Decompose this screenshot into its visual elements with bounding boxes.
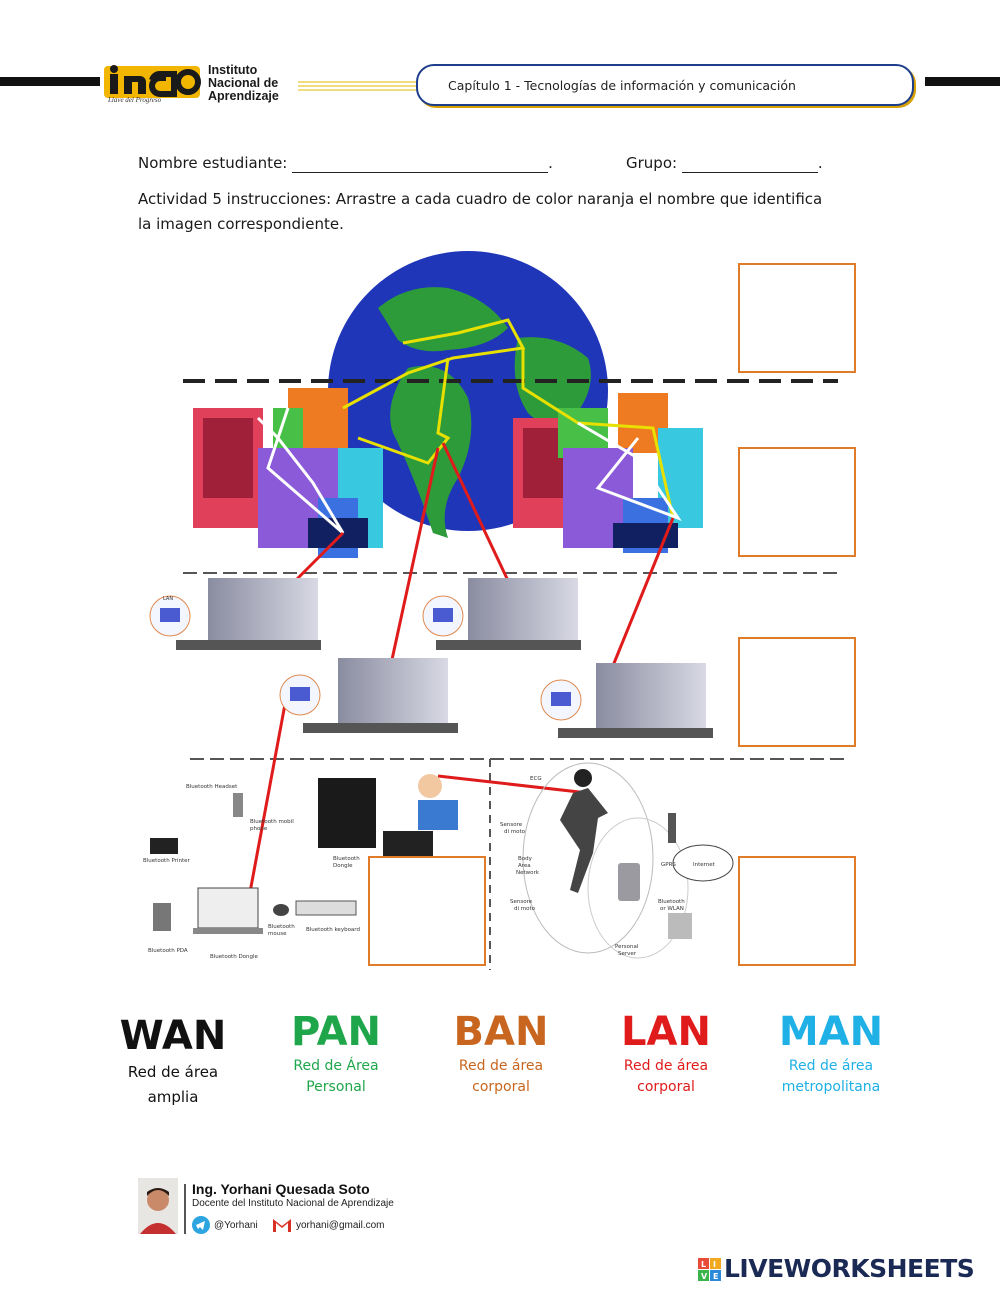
person-icon (418, 774, 442, 798)
laptop-icon (197, 887, 259, 929)
author-photo-avatar (138, 1178, 178, 1234)
header-decor-lines (298, 81, 428, 91)
network-illustration: LAN Bluetooth Headset Bluetooth mobil ph… (143, 251, 850, 970)
lan-icon-label: LAN (163, 596, 173, 602)
drop-box-lan[interactable] (738, 637, 856, 747)
svg-text:Sensore: Sensore (500, 822, 523, 828)
svg-text:GPRS: GPRS (661, 862, 676, 868)
personal-server-icon (618, 863, 640, 901)
term-wan-desc: Red de área (127, 1063, 219, 1081)
desktop-tower-icon (318, 778, 376, 848)
svg-text:di moto: di moto (514, 906, 536, 912)
svg-text:Bluetooth Printer: Bluetooth Printer (143, 858, 190, 864)
term-lan-name: LAN (621, 1009, 711, 1055)
term-ban-desc: Red de área (458, 1058, 544, 1074)
svg-text:Network: Network (516, 870, 540, 876)
term-wan-name: WAN (119, 1013, 227, 1059)
svg-text:mouse: mouse (268, 931, 287, 937)
bt-mouse-icon (273, 904, 289, 916)
svg-text:Dongle: Dongle (333, 863, 353, 869)
term-man-name: MAN (778, 1009, 884, 1055)
term-man[interactable]: MAN Red de área metropolitana (756, 1008, 906, 1098)
author-name: Ing. Yorhani Quesada Soto (192, 1181, 370, 1197)
drop-box-ban[interactable] (738, 856, 856, 966)
term-ban-name: BAN (453, 1009, 549, 1055)
logo-tagline: Llave del Progreso (108, 96, 162, 104)
svg-text:Bluetooth keyboard: Bluetooth keyboard (306, 927, 360, 933)
svg-text:Body: Body (518, 856, 533, 862)
svg-text:Internet: Internet (693, 862, 716, 868)
student-name-label: Nombre estudiante: (138, 154, 288, 172)
svg-text:Personal: Personal (615, 944, 639, 950)
author-role: Docente del Instituto Nacional de Aprend… (192, 1198, 394, 1209)
svg-text:di moto: di moto (504, 829, 526, 835)
term-pan-name: PAN (290, 1009, 382, 1055)
gmail-icon (272, 1218, 292, 1233)
group-field[interactable] (681, 154, 818, 173)
term-ban[interactable]: BAN Red de área corporal (426, 1008, 576, 1098)
bt-headset-label: Bluetooth Headset (186, 784, 238, 790)
student-name-row: Nombre estudiante: . (138, 154, 553, 173)
term-pan[interactable]: PAN Red de Área Personal (261, 1008, 411, 1098)
pc-icon (668, 913, 692, 939)
svg-text:Bluetooth Dongle: Bluetooth Dongle (210, 954, 259, 960)
svg-text:Sensore: Sensore (510, 899, 533, 905)
chapter-title: Capítulo 1 - Tecnologías de información … (448, 78, 796, 93)
pan-devices: Bluetooth Headset Bluetooth mobil phone … (143, 774, 458, 960)
header-bar-left (0, 77, 100, 86)
term-lan[interactable]: LAN Red de área corporal (591, 1008, 741, 1098)
term-man-desc: Red de área (788, 1058, 874, 1074)
term-wan[interactable]: WAN Red de área amplia (98, 1012, 248, 1110)
group-row: Grupo: . (626, 154, 823, 173)
author-handle: @Yorhani (214, 1220, 258, 1231)
liveworksheets-logo-icon: L I V E (698, 1258, 721, 1281)
liveworksheets-text: LIVEWORKSHEETS (724, 1254, 975, 1283)
bt-printer-icon (150, 838, 178, 854)
logo-line-1: Instituto (208, 63, 258, 77)
gprs-tower-icon (668, 813, 676, 843)
svg-text:Bluetooth PDA: Bluetooth PDA (148, 948, 188, 954)
svg-text:Server: Server (618, 951, 637, 957)
lan-buildings: LAN (149, 578, 713, 738)
svg-text:I: I (713, 1260, 716, 1269)
ina-logo-mark-icon (104, 65, 201, 98)
bt-pda-icon (153, 903, 171, 931)
svg-text:E: E (713, 1272, 718, 1281)
ina-logo: Instituto Nacional de Aprendizaje Llave … (104, 60, 300, 110)
header-bar-right (925, 77, 1000, 86)
bt-phone-icon (233, 793, 243, 817)
liveworksheets-brand: L I V E LIVEWORKSHEETS (698, 1254, 998, 1286)
ban-devices: ECG Sensore di moto Body Area Network Se… (500, 762, 734, 959)
svg-text:phone: phone (250, 826, 268, 832)
logo-name: Instituto Nacional de Aprendizaje (208, 64, 279, 103)
svg-text:Area: Area (518, 863, 531, 869)
group-label: Grupo: (626, 154, 678, 172)
svg-text:ECG: ECG (530, 776, 542, 782)
internet-cloud-icon (672, 844, 734, 882)
logo-line-2: Nacional de (208, 76, 279, 90)
term-pan-desc: Red de Área (293, 1058, 379, 1074)
student-name-field[interactable] (292, 154, 549, 173)
telegram-icon (192, 1216, 210, 1234)
logo-line-3: Aprendizaje (208, 89, 279, 103)
svg-text:Bluetooth: Bluetooth (268, 924, 295, 930)
runner-icon (574, 769, 592, 787)
drop-box-pan[interactable] (368, 856, 486, 966)
chapter-header: Capítulo 1 - Tecnologías de información … (416, 64, 914, 106)
svg-text:Bluetooth mobil: Bluetooth mobil (250, 819, 294, 825)
author-email: yorhani@gmail.com (296, 1220, 385, 1231)
svg-text:Bluetooth: Bluetooth (658, 899, 685, 905)
bt-keyboard-icon (295, 900, 357, 916)
drop-box-wan[interactable] (738, 263, 856, 373)
svg-text:V: V (701, 1272, 708, 1281)
drop-box-man[interactable] (738, 447, 856, 557)
svg-text:or WLAN: or WLAN (660, 906, 684, 912)
author-divider (184, 1184, 186, 1234)
svg-text:Bluetooth: Bluetooth (333, 856, 360, 862)
instructions-text: Actividad 5 instrucciones: Arrastre a ca… (138, 190, 823, 233)
svg-text:L: L (701, 1260, 706, 1269)
author-card: Ing. Yorhani Quesada Soto Docente del In… (138, 1178, 438, 1236)
term-lan-desc: Red de área (623, 1058, 709, 1074)
